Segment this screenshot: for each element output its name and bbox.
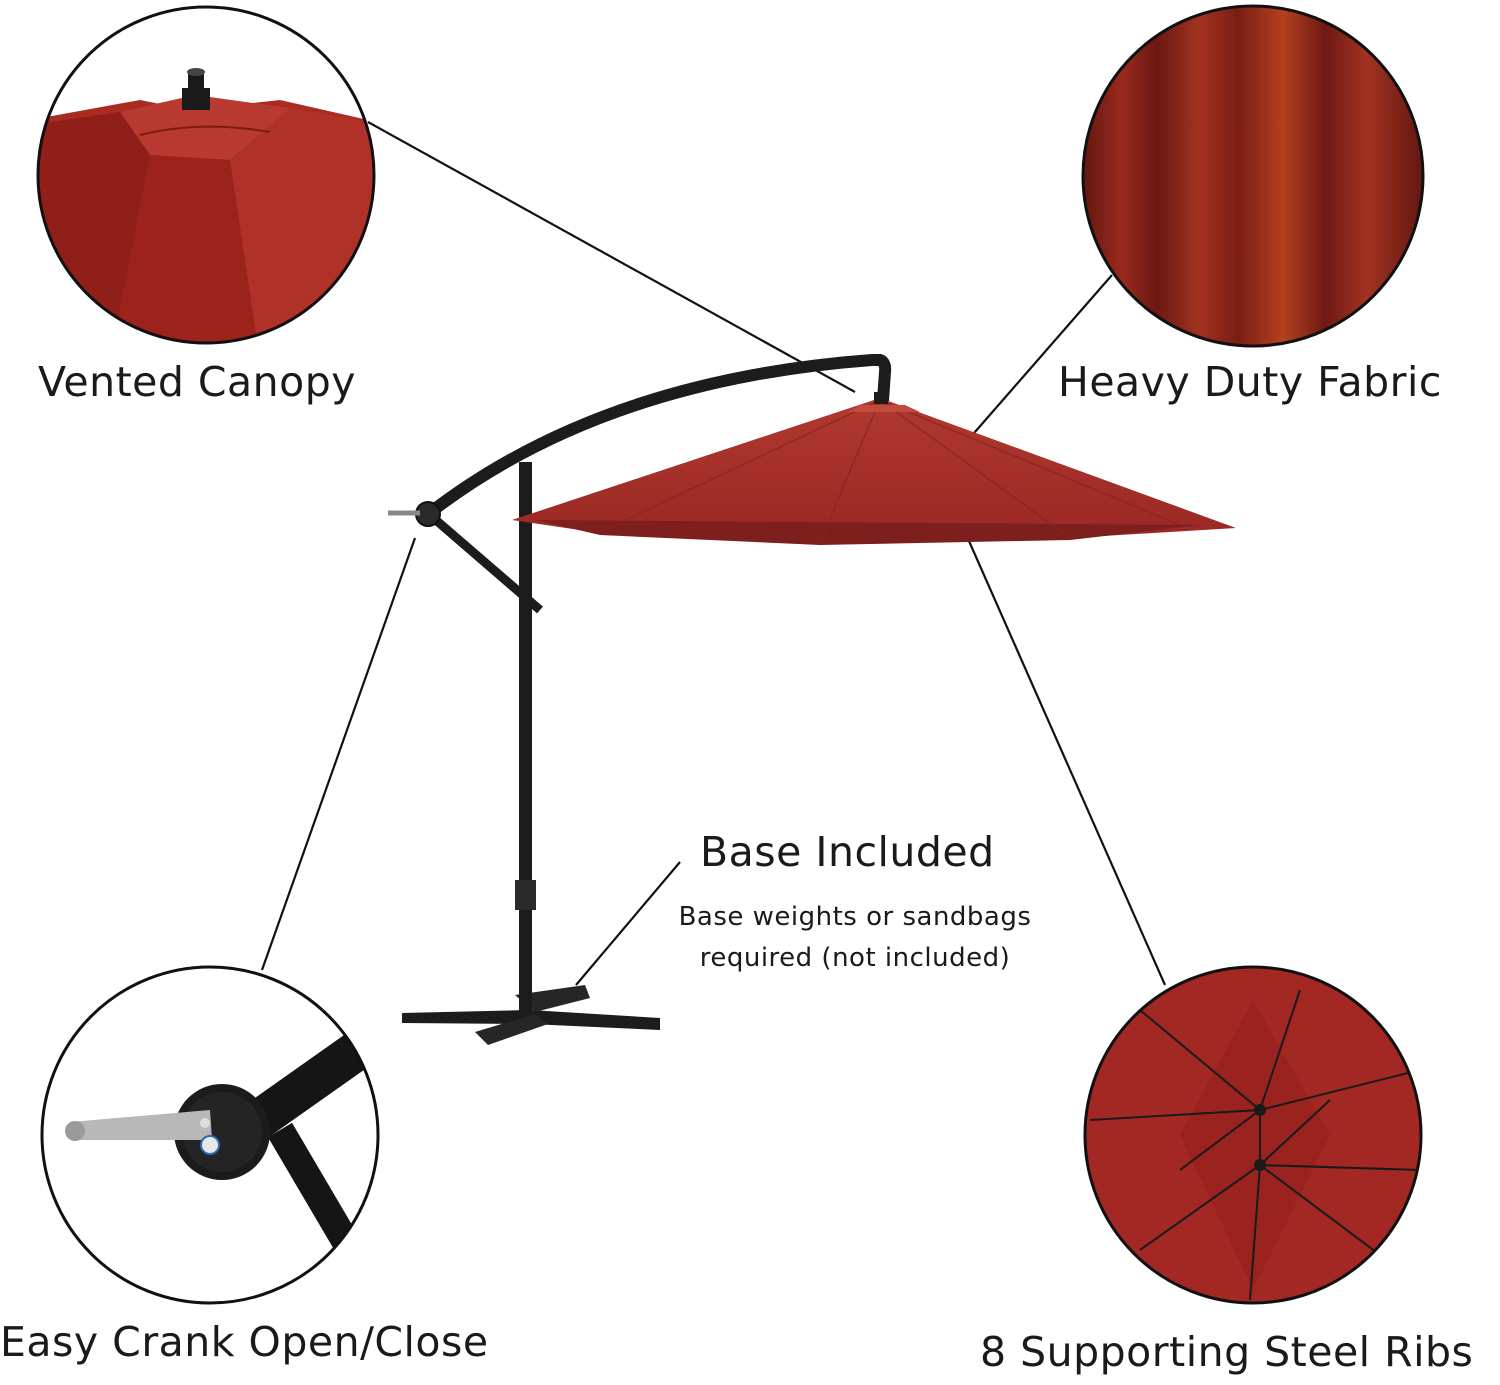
support-strut bbox=[427, 511, 543, 614]
base-note-line-1: Base weights or sandbags bbox=[678, 902, 1032, 932]
pole bbox=[519, 462, 532, 1012]
base-bar-left bbox=[402, 1010, 530, 1024]
base-bar-right bbox=[530, 1010, 660, 1030]
canopy-callout-line bbox=[367, 121, 856, 393]
canopy-vent bbox=[848, 405, 920, 412]
base-note-line-2: required (not included) bbox=[699, 943, 1011, 973]
crank-handle-detail-icon bbox=[40, 965, 380, 1305]
cantilever-arm bbox=[421, 354, 892, 521]
easy-crank-label: Easy Crank Open/Close bbox=[0, 1318, 489, 1366]
vented-canopy-detail-icon bbox=[36, 5, 376, 345]
steel-ribs-detail-icon bbox=[1083, 965, 1423, 1305]
fabric-texture-detail-icon bbox=[1081, 4, 1425, 348]
canopy-top bbox=[874, 392, 888, 404]
base-bar-back bbox=[515, 985, 590, 1012]
canopy bbox=[512, 398, 1236, 542]
fabric-callout-line bbox=[967, 274, 1113, 441]
base-note: Base weights or sandbags required (not i… bbox=[640, 897, 1070, 979]
crank-callout-line bbox=[260, 537, 417, 971]
base-included-label: Base Included bbox=[700, 828, 995, 876]
heavy-duty-fabric-label: Heavy Duty Fabric bbox=[1058, 358, 1442, 406]
base-callout-line bbox=[575, 861, 681, 986]
umbrella-icon bbox=[388, 354, 1236, 1045]
vented-canopy-label: Vented Canopy bbox=[38, 358, 357, 406]
pole-clamp bbox=[515, 880, 536, 910]
base-bar-front bbox=[475, 1014, 548, 1045]
ribs-callout-line bbox=[963, 531, 1167, 986]
callout-lines bbox=[260, 121, 1167, 986]
canopy-shadow bbox=[535, 520, 1200, 545]
steel-ribs-label: 8 Supporting Steel Ribs bbox=[980, 1328, 1474, 1376]
